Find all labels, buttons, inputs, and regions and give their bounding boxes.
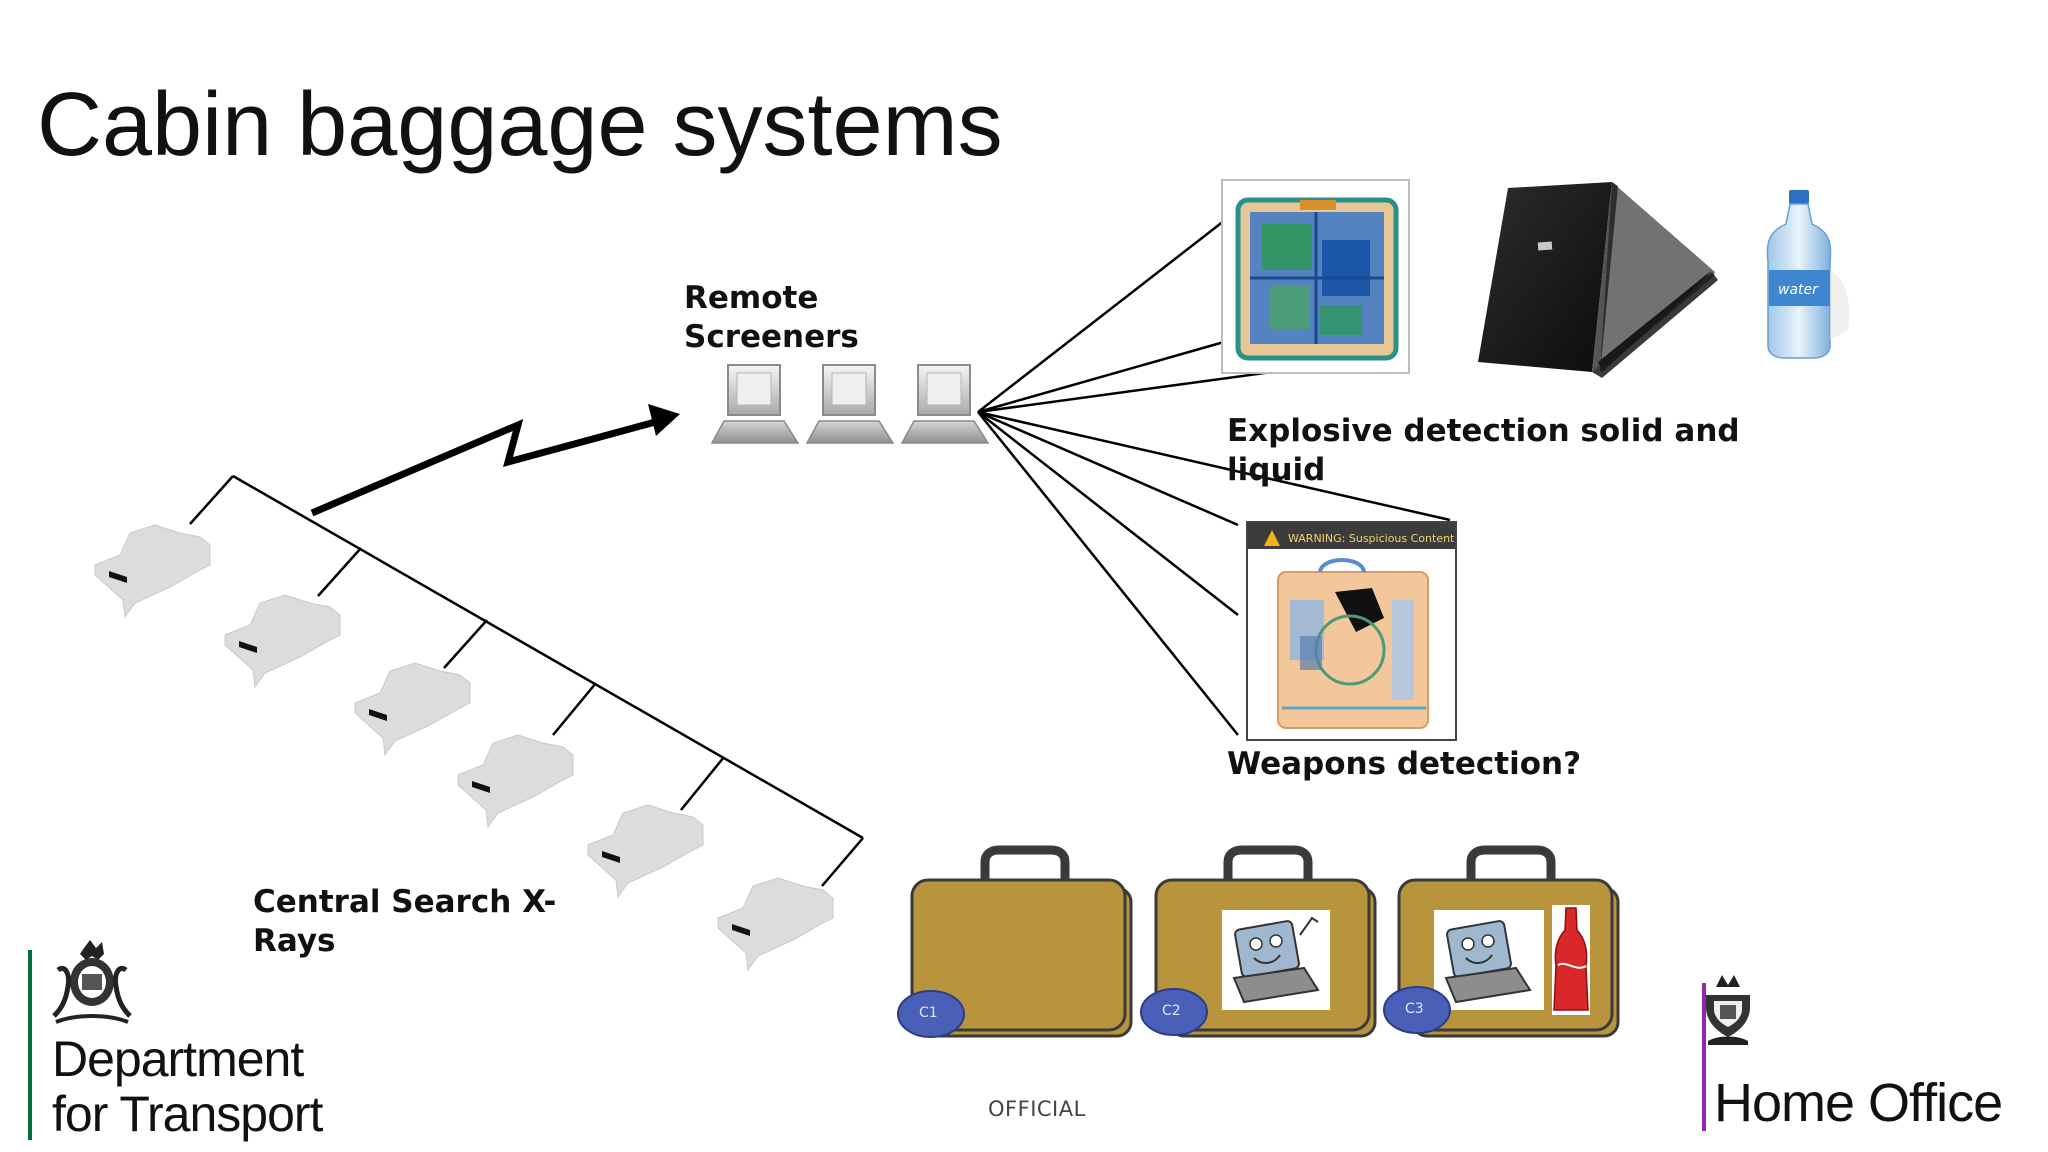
cartoon-laptop-icon — [1232, 916, 1320, 1004]
remote-screener-terminals — [710, 364, 990, 444]
official-marking: OFFICIAL — [988, 1097, 1086, 1121]
dft-line-1: Department — [52, 1031, 304, 1087]
screener-fan-lines — [977, 209, 1451, 736]
dft-line-2: for Transport — [52, 1086, 323, 1142]
remote-screeners-label: Remote Screeners — [684, 279, 859, 357]
xray-machine-icon — [354, 662, 471, 757]
cartoon-laptop-icon — [1444, 920, 1532, 1004]
water-bottle-label: water — [1778, 282, 1819, 298]
home-office-logo-text: Home Office — [1714, 1073, 2003, 1133]
dft-logo-text: Department for Transport — [52, 1031, 323, 1142]
xray-machine-icon — [224, 594, 341, 689]
xray-machine-icon — [457, 734, 574, 829]
royal-crest-icon — [52, 940, 132, 1024]
network-link-lightning — [310, 404, 680, 517]
xray-machine-icon — [94, 524, 211, 619]
xray-bag-scan-icon — [1221, 179, 1410, 374]
computer-terminal-icon — [900, 364, 990, 444]
xray-machine-icon — [717, 877, 834, 972]
explosive-detection-label: Explosive detection solid and liquid — [1227, 412, 1740, 490]
warning-text: WARNING: Suspicious Content — [1288, 532, 1455, 545]
central-search-label: Central Search X- Rays — [253, 883, 556, 961]
warning-xray-scan-icon: WARNING: Suspicious Content — [1246, 521, 1457, 741]
central-search-line-1: Central Search X- — [253, 884, 557, 920]
xray-machine-group — [94, 524, 834, 972]
home-office-crest-icon — [1706, 975, 1750, 1045]
explosive-detection-line-2: liquid — [1227, 452, 1326, 488]
remote-screeners-line-1: Remote — [684, 280, 819, 316]
dft-logo-bar — [28, 950, 32, 1140]
central-search-line-2: Rays — [253, 923, 336, 959]
slide-title: Cabin baggage systems — [37, 75, 1003, 175]
laptop-icon — [1478, 182, 1718, 378]
xray-network-lines — [189, 474, 864, 887]
explosive-detection-line-1: Explosive detection solid and — [1227, 413, 1740, 449]
water-bottle-icon: water — [1766, 190, 1850, 359]
xray-machine-icon — [587, 804, 704, 899]
suitcase-c1 — [910, 845, 1133, 1038]
computer-terminal-icon — [710, 364, 800, 444]
computer-terminal-icon — [805, 364, 895, 444]
bag-tag-c2: C2 — [1162, 1003, 1181, 1019]
cola-bottle-icon — [1553, 907, 1589, 1011]
bag-tag-c1: C1 — [919, 1005, 938, 1021]
bag-tag-c3: C3 — [1405, 1001, 1424, 1017]
remote-screeners-line-2: Screeners — [684, 319, 859, 355]
bag-tags — [897, 986, 1451, 1038]
weapons-detection-label: Weapons detection? — [1227, 746, 1582, 782]
suitcase-c3 — [1397, 845, 1620, 1038]
home-office-logo-bar — [1702, 983, 1706, 1131]
suitcase-c2 — [1154, 845, 1377, 1038]
